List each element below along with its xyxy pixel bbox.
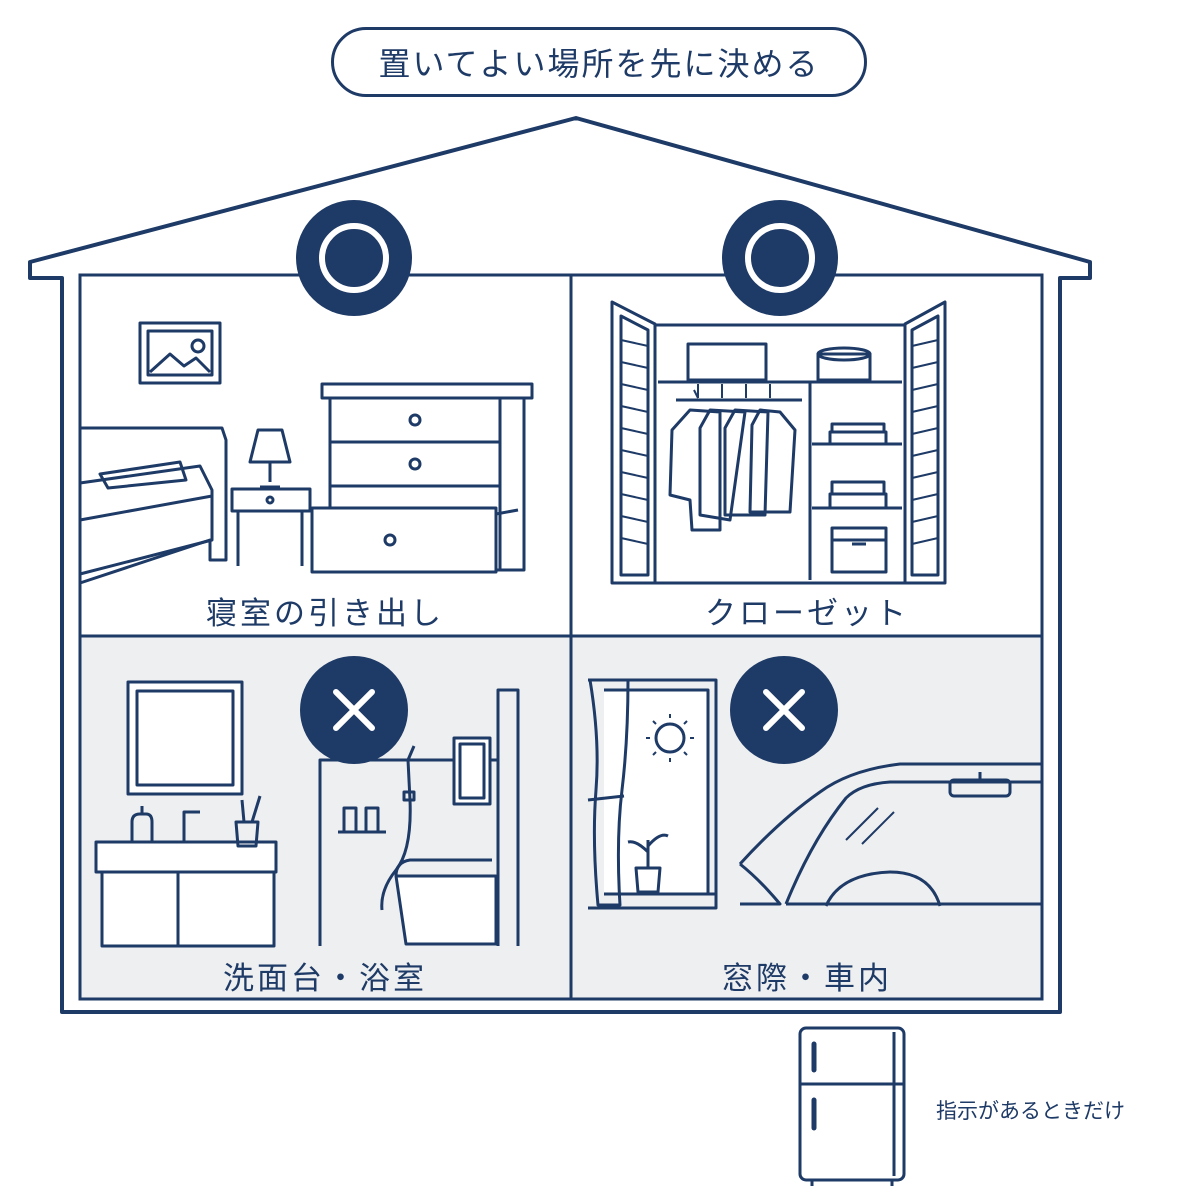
room-label-bedroom: 寝室の引き出し: [206, 595, 444, 632]
cross-ng-icon: [300, 656, 408, 764]
room-label-washroom: 洗面台・浴室: [223, 960, 427, 997]
closet-illustration: [610, 300, 947, 585]
page-title: 置いてよい場所を先に決める: [331, 27, 867, 97]
framed-picture-icon: [138, 321, 222, 385]
circle-ok-icon: [722, 200, 838, 316]
circle-ok-icon: [296, 200, 412, 316]
nightstand-icon: [230, 428, 312, 566]
house-outline: [28, 116, 1092, 1014]
fridge-note-label: 指示があるときだけ: [936, 1099, 1125, 1123]
bedroom-illustration: [79, 321, 534, 585]
hanging-clothes-icon: [668, 384, 797, 532]
cross-ng-icon: [730, 656, 838, 764]
washroom-illustration: [94, 680, 520, 948]
window-car-illustration: [587, 678, 1042, 910]
chest-of-drawers-icon: [310, 382, 534, 574]
bed-icon: [79, 426, 228, 585]
room-label-closet: クローゼット: [705, 595, 909, 632]
room-grid: [78, 273, 1044, 1001]
refrigerator-icon: [798, 1026, 906, 1186]
room-label-window-car: 窓際・車内: [722, 960, 892, 997]
